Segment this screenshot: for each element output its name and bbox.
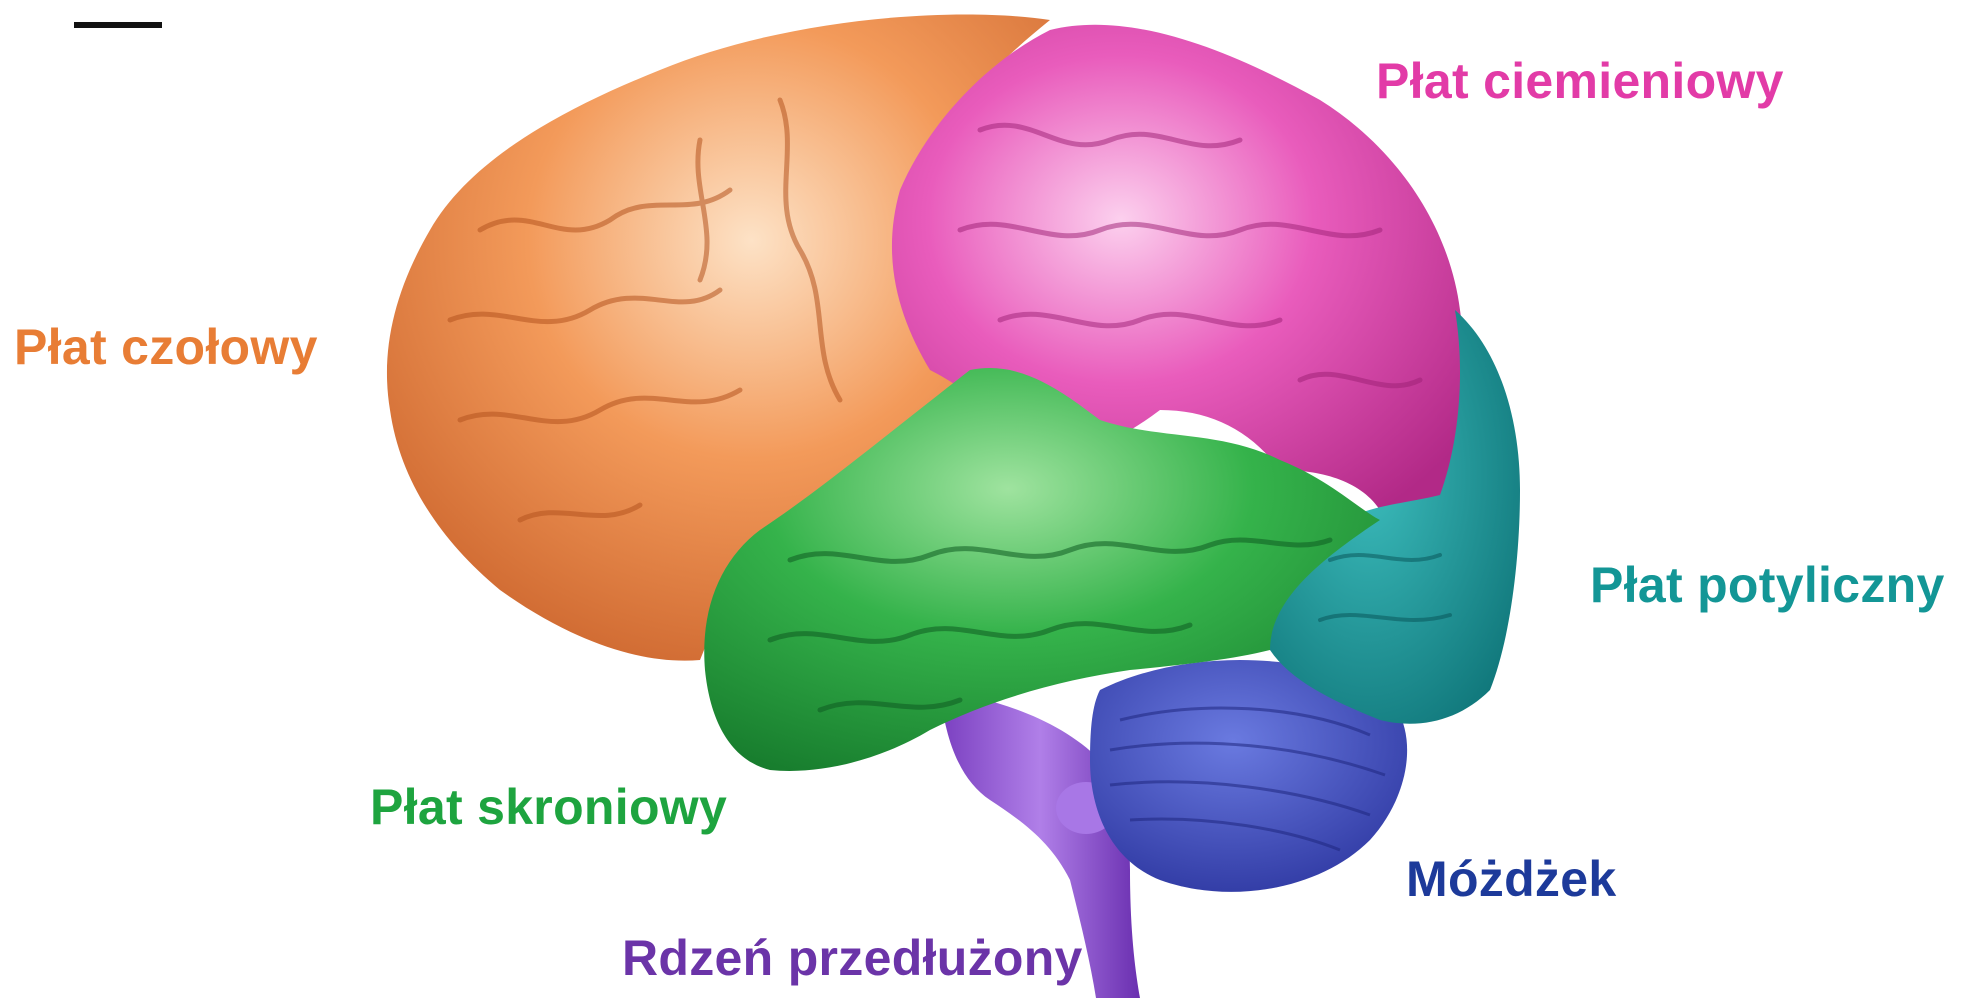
parietal-lobe-label: Płat ciemieniowy [1376, 56, 1784, 106]
temporal-lobe-label: Płat skroniowy [370, 782, 727, 832]
frontal-lobe-label: Płat czołowy [14, 322, 318, 372]
cerebellum-label: Móżdżek [1406, 854, 1616, 904]
medulla-label: Rdzeń przedłużony [622, 933, 1083, 983]
occipital-lobe-label: Płat potyliczny [1590, 560, 1945, 610]
